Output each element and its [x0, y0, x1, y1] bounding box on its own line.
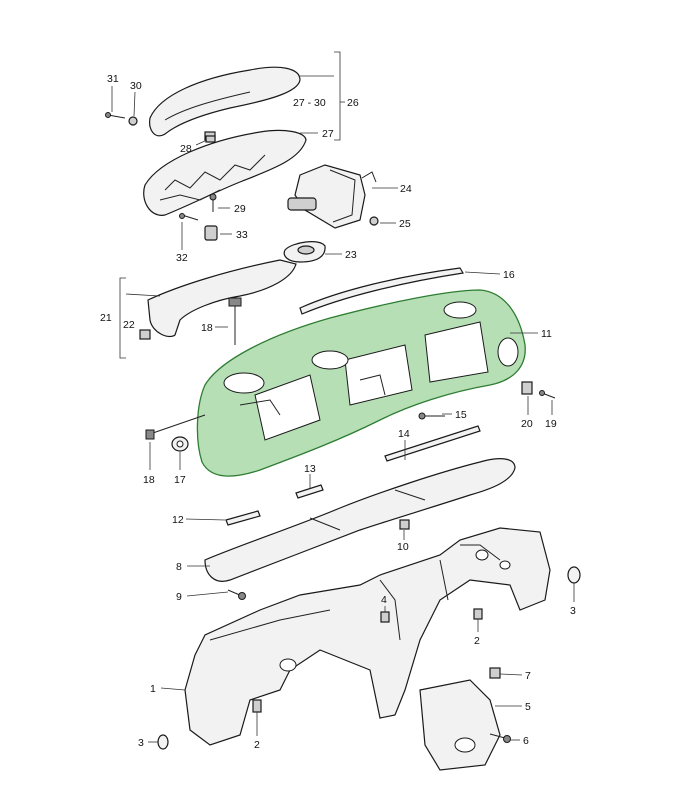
- cross-member-1: [184, 527, 551, 771]
- callout-11: 11: [541, 328, 552, 340]
- pin-12: [225, 510, 261, 526]
- callout-1: 1: [150, 683, 156, 695]
- clip-10: [399, 519, 410, 530]
- instrument-cover-lower: [143, 129, 307, 216]
- screw-9: [227, 589, 246, 600]
- grommet-3-right: [567, 566, 581, 584]
- screw-19: [539, 390, 556, 399]
- group-bracket-21: [119, 277, 126, 359]
- callout-14: 14: [398, 428, 410, 440]
- screw-18-upper: [228, 297, 242, 345]
- callout-27-30: 27 - 30: [293, 97, 326, 109]
- bracket-4: [380, 611, 390, 623]
- rod-14: [384, 425, 481, 462]
- callout-2-lower: 2: [254, 739, 260, 751]
- callout-3-right: 3: [570, 605, 576, 617]
- bracket-2-lower: [252, 699, 262, 713]
- air-duct-8: [204, 458, 516, 582]
- callout-18-upper: 18: [201, 322, 213, 334]
- clip-7: [489, 667, 501, 679]
- callout-10: 10: [397, 541, 409, 553]
- callout-8: 8: [176, 561, 182, 573]
- cover-21: [139, 259, 297, 340]
- screw-29: [209, 193, 217, 212]
- callout-9: 9: [176, 591, 182, 603]
- group-bracket-26: [334, 51, 341, 141]
- callout-28: 28: [180, 143, 192, 155]
- grommet-17: [171, 436, 189, 452]
- callout-19: 19: [545, 418, 557, 430]
- callout-24: 24: [400, 183, 412, 195]
- callout-20: 20: [521, 418, 533, 430]
- callout-30: 30: [130, 80, 142, 92]
- callout-25: 25: [399, 218, 411, 230]
- callout-3-left: 3: [138, 737, 144, 749]
- callout-21: 21: [100, 312, 112, 324]
- nut-25: [369, 216, 379, 226]
- screw-15: [418, 412, 445, 420]
- clip-33: [204, 225, 218, 241]
- screw-6: [489, 733, 511, 743]
- callout-2-upper: 2: [474, 635, 480, 647]
- callout-15: 15: [455, 409, 467, 421]
- callout-23: 23: [345, 249, 357, 261]
- callout-31: 31: [107, 73, 119, 85]
- callout-32: 32: [176, 252, 188, 264]
- clip-28: [205, 135, 216, 143]
- screw-18-lower: [145, 414, 206, 440]
- callout-29: 29: [234, 203, 246, 215]
- instrument-cover-upper: [149, 66, 301, 137]
- callout-6: 6: [523, 735, 529, 747]
- speaker-cover-23: [283, 241, 326, 263]
- screw-32: [179, 213, 199, 221]
- bracket-2-upper: [473, 608, 483, 620]
- callout-16: 16: [503, 269, 515, 281]
- callout-33: 33: [236, 229, 248, 241]
- callout-27: 27: [322, 128, 334, 140]
- defroster-strip-16: [299, 267, 464, 315]
- callout-5: 5: [525, 701, 531, 713]
- bracket-20: [521, 381, 533, 395]
- callout-18-lower: 18: [143, 474, 155, 486]
- vent-housing-24: [287, 164, 377, 229]
- grommet-3-left: [157, 734, 169, 750]
- dashboard-panel-11: [196, 289, 526, 477]
- callout-13: 13: [304, 463, 316, 475]
- callout-22: 22: [123, 319, 135, 331]
- nut-30: [128, 116, 138, 126]
- leader-lines: [111, 75, 575, 743]
- screw-31: [105, 112, 126, 119]
- callout-12: 12: [172, 514, 184, 526]
- pin-13: [295, 484, 324, 499]
- callout-4: 4: [381, 594, 387, 606]
- callout-17: 17: [174, 474, 186, 486]
- callout-7: 7: [525, 670, 531, 682]
- callout-26: 26: [347, 97, 359, 109]
